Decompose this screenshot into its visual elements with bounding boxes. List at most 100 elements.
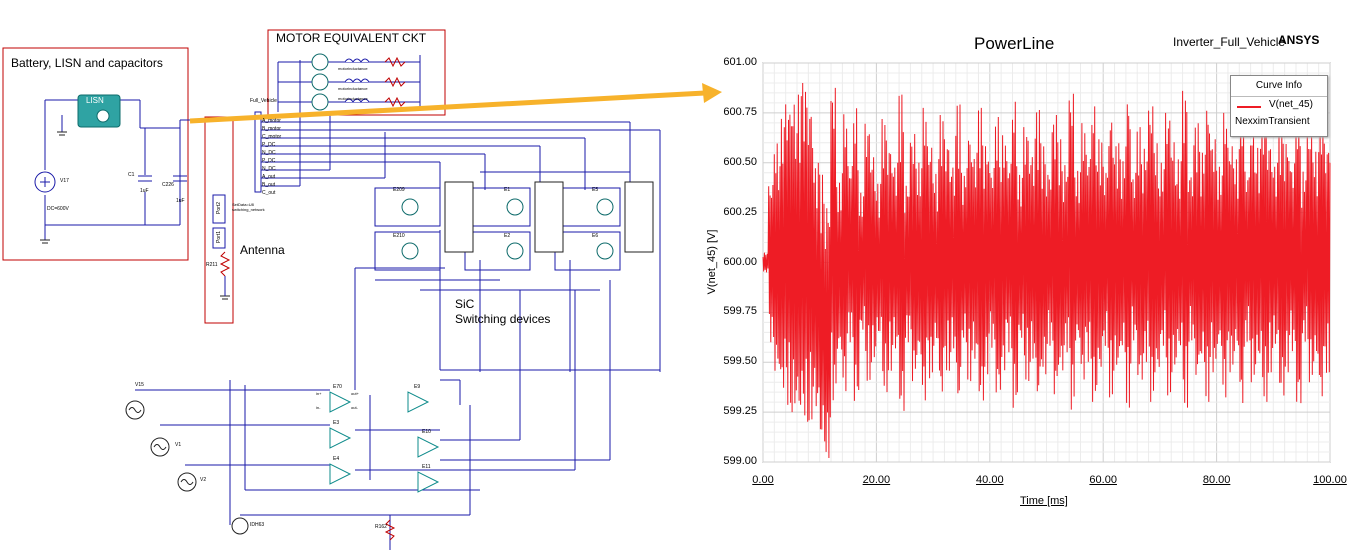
y-tick-label: 600.75: [723, 105, 757, 118]
capacitor-c226-value: 1uF: [176, 198, 185, 204]
source-v2-label: V2: [200, 477, 207, 483]
capacitor-c226-label: C226: [162, 182, 174, 188]
curve-info-legend[interactable]: Curve Info V(net_45) NexximTransient: [1230, 75, 1328, 137]
driver-label-e70: E70: [333, 384, 342, 390]
switch-label-e2: E2: [504, 233, 511, 239]
sic-label-line2: Switching devices: [455, 312, 551, 326]
gate-driver-wires: [135, 280, 611, 550]
netlist-port-label: N_DC: [262, 150, 276, 156]
switch-label-e1: E1: [504, 187, 511, 193]
driver-label-e9: E9: [414, 384, 421, 390]
y-tick-label: 599.75: [723, 305, 757, 318]
motor-inductor-symbols: [311, 53, 370, 111]
motor-inductance-label: motorinductance: [338, 66, 368, 71]
port1-block: [212, 227, 226, 249]
legend-swatch: [1237, 106, 1261, 108]
netlist-port-label: N_DC: [262, 166, 276, 172]
switch-label-e6: E6: [592, 233, 599, 239]
legend-header: Curve Info: [1255, 80, 1303, 91]
legend-divider: [1231, 96, 1327, 97]
resistor-r162-label: R162: [375, 524, 387, 530]
motor-circuit: [277, 55, 421, 112]
y-tick-label: 599.00: [723, 455, 757, 467]
legend-series-name: V(net_45): [1269, 99, 1313, 110]
source-v17-value: DC=600V: [47, 206, 69, 212]
battery-circuit: [44, 99, 190, 240]
plot-subtitle: Inverter_Full_Vehicle: [1173, 35, 1286, 49]
netlist-port-label: B_out: [262, 182, 276, 188]
opamp-pin-in-minus: in-: [316, 405, 321, 410]
driver-label-e3: E3: [333, 420, 340, 426]
y-tick-label: 601.00: [723, 56, 757, 68]
plot-area: [762, 62, 1331, 463]
motor-block-label: MOTOR EQUIVALENT CKT: [276, 31, 427, 45]
opamp-pin-in-plus: in+: [316, 391, 322, 396]
resistor-r162: [384, 519, 396, 541]
probe-label: IDH63: [250, 522, 265, 528]
x-tick-label: 0.00: [752, 474, 774, 486]
x-axis-label: Time [ms]: [1020, 495, 1068, 507]
battery-block-label: Battery, LISN and capacitors: [11, 56, 163, 70]
resistor-r211: [219, 251, 231, 277]
switch-label-e209: E209: [393, 187, 405, 193]
x-tick-label: 100.00: [1313, 474, 1347, 486]
motor-inductance-label-3: motorinductance: [338, 96, 368, 101]
plot-title: PowerLine: [974, 34, 1055, 53]
annotation-arrow: [189, 83, 722, 124]
netlist-port-label: C_out: [262, 190, 276, 196]
legend-series-source: NexximTransient: [1235, 116, 1310, 127]
motor-inductance-label-2: motorinductance: [338, 86, 368, 91]
series-v-net-45: [762, 82, 1331, 459]
inverter-bus-wires: [261, 112, 661, 390]
capacitor-c226: [173, 175, 187, 182]
y-tick-label: 600.25: [723, 205, 757, 218]
netlist-port-label: A_out: [262, 174, 276, 180]
ground-symbols: [40, 131, 230, 300]
antenna-label: Antenna: [240, 243, 285, 257]
port2-block: [212, 194, 226, 224]
y-tick-label: 600.00: [723, 255, 757, 268]
netlist-block: [254, 111, 262, 193]
switching-network-text: SetData=U8 switching_network: [232, 202, 265, 212]
driver-label-e11: E11: [422, 464, 431, 470]
motor-equivalent-box: [267, 29, 446, 116]
y-tick-label: 599.25: [723, 405, 757, 418]
capacitor-c1-label: C1: [128, 172, 135, 178]
sic-switches: [374, 181, 654, 271]
battery-lisn-box: [2, 47, 189, 261]
capacitor-c1: [138, 175, 152, 182]
netlist-port-label: C_motor: [262, 134, 282, 140]
netlist-port-label: P_DC: [262, 158, 276, 164]
ac-sources: [125, 400, 197, 492]
y-tick-label: 600.50: [723, 155, 757, 168]
source-v17-label: V17: [60, 178, 69, 184]
opamp-pin-out-plus: out+: [351, 391, 359, 396]
resistor-r211-label: R211: [206, 262, 218, 268]
capacitor-c1-value: 1uF: [140, 188, 149, 194]
motor-resistor-symbols: [384, 56, 406, 108]
netlist-port-label: P_DC: [262, 142, 276, 148]
netlist-block-title: Full_Vehicle: [250, 98, 277, 104]
netlist-port-label: B_motor: [262, 126, 281, 132]
switch-label-e5: E5: [592, 187, 599, 193]
port2-label: Port2: [215, 202, 222, 214]
source-v1-label: V1: [175, 442, 182, 448]
series-line-v-net-45: [762, 82, 1331, 459]
source-v15-label: V15: [135, 382, 144, 388]
driver-label-e4: E4: [333, 456, 340, 462]
lisn-text: LISN: [86, 96, 104, 105]
ansys-logo: ANSYS: [1278, 33, 1320, 47]
x-tick-label: 60.00: [1089, 474, 1117, 486]
port1-label: Port1: [215, 231, 222, 243]
y-tick-label: 599.50: [723, 355, 757, 368]
driver-label-e10: E10: [422, 429, 431, 435]
sic-label-line1: SiC: [455, 297, 475, 311]
x-tick-label: 40.00: [976, 474, 1004, 486]
x-tick-label: 20.00: [862, 474, 891, 486]
netlist-port-label: A_motor: [262, 118, 281, 124]
current-probe: [231, 517, 249, 535]
x-tick-label: 80.00: [1202, 474, 1231, 486]
opamp-pin-out-minus: out-: [351, 405, 358, 410]
gate-driver-amplifiers: [329, 391, 440, 493]
